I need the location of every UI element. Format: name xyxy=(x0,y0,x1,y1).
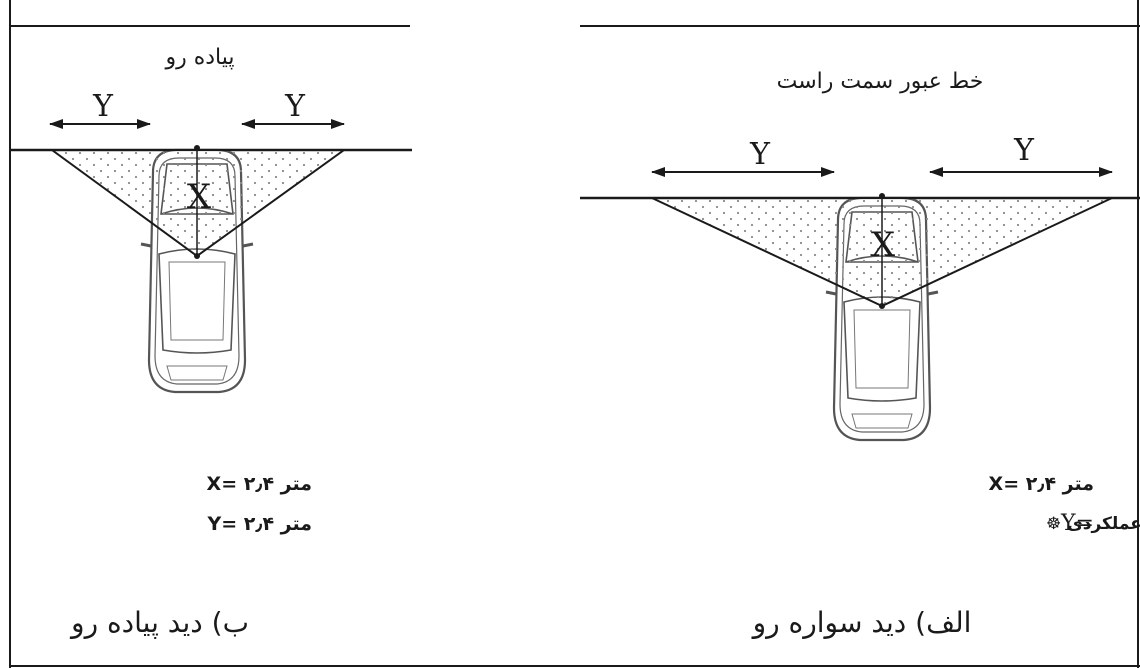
left-y-dim-label-left: Y xyxy=(92,89,114,124)
left-top-label: پیاده رو xyxy=(164,45,234,70)
right-legend-y-prefix: Y= xyxy=(1060,511,1094,536)
right-legend-y-text: بر مبنای سرعت رده عملکردی ☸ xyxy=(1046,514,1140,534)
left-y-dim-label-right: Y xyxy=(284,89,306,124)
left-caption: ب) دید پیاده رو xyxy=(69,606,249,639)
right-caption: الف) دید سواره رو xyxy=(751,606,972,639)
right-legend-x: X= ۲٫۴ متر xyxy=(989,473,1094,495)
right-panel: خط عبور سمت راست Y Y X X= ۲٫۴ متر Y= بر … xyxy=(580,25,1140,639)
left-x-dim-top-dot xyxy=(194,145,200,151)
right-triangle-apex-dot xyxy=(879,303,885,309)
right-y-dim-label-right: Y xyxy=(1013,133,1035,168)
left-panel: پیاده رو Y Y X X= ۲٫۴ متر Y= ۲٫۴ متر ب) … xyxy=(10,25,412,639)
left-legend-y: Y= ۲٫۴ متر xyxy=(206,513,312,535)
right-y-dim-label-left: Y xyxy=(749,137,771,172)
left-triangle-apex-dot xyxy=(194,253,200,259)
right-top-label: خط عبور سمت راست xyxy=(777,69,984,94)
left-legend-x: X= ۲٫۴ متر xyxy=(207,473,312,495)
left-x-dim-label: X xyxy=(187,177,212,217)
right-x-dim-top-dot xyxy=(879,193,885,199)
right-x-dim-label: X xyxy=(871,225,896,265)
